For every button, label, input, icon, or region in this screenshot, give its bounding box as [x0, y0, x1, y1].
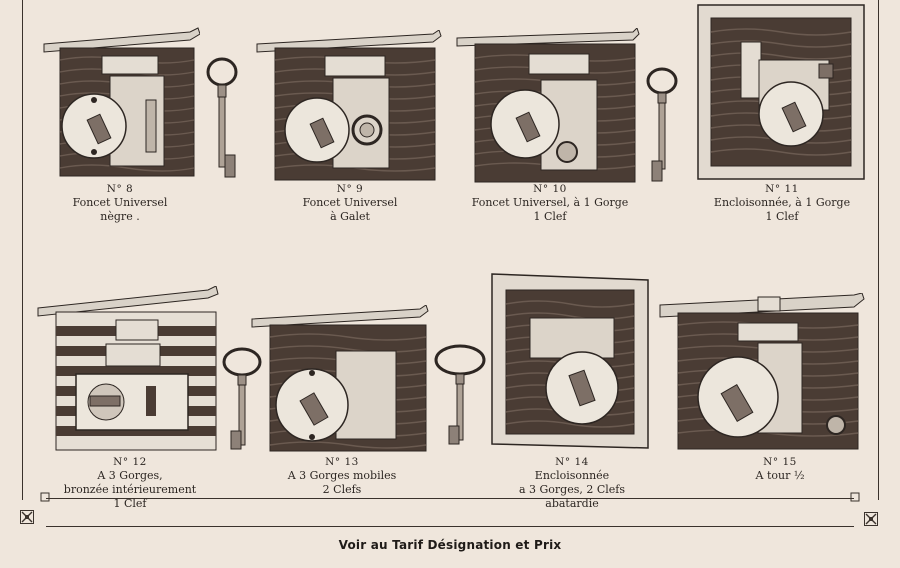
item-description-line: 1 Clef	[765, 210, 799, 223]
item-description-line: Foncet Universel	[72, 196, 168, 209]
key-icon	[206, 57, 238, 178]
item-number: N° 13	[325, 456, 359, 468]
item-description-line: A 3 Gorges mobiles	[287, 469, 397, 482]
item-number: N° 14	[555, 456, 589, 468]
item-description-line: A tour ½	[755, 469, 805, 482]
item-caption-11: N° 11 Encloisonnée, à 1 Gorge 1 Clef	[702, 182, 862, 224]
lock-illustration-11	[697, 4, 865, 180]
corner-bracket-icon	[40, 492, 50, 502]
item-description-line: 1 Clef	[113, 497, 147, 510]
item-caption-9: N° 9 Foncet Universel à Galet	[270, 182, 430, 224]
item-caption-12: N° 12 A 3 Gorges, bronzée intérieurement…	[40, 455, 220, 511]
key-icon	[646, 67, 678, 182]
item-number: N° 12	[113, 456, 147, 468]
lock-illustration-10	[456, 28, 640, 183]
item-description-line: Encloisonnée	[534, 469, 610, 482]
item-number: N° 8	[106, 183, 134, 195]
item-description-line: Foncet Universel	[302, 196, 398, 209]
item-number: N° 11	[765, 183, 799, 195]
item-description-line: à Galet	[330, 210, 370, 223]
item-description-line: 1 Clef	[533, 210, 567, 223]
item-number: N° 9	[336, 183, 364, 195]
lock-illustration-9	[256, 30, 442, 181]
corner-ornament-icon	[20, 510, 34, 524]
item-description-line: abatardie	[545, 497, 599, 510]
lock-illustration-13	[251, 305, 429, 452]
frame-right-line	[878, 0, 879, 500]
item-caption-14: N° 14 Encloisonnée a 3 Gorges, 2 Clefs a…	[492, 455, 652, 511]
frame-left-line	[22, 0, 23, 500]
frame-bottom-line-inner	[46, 526, 854, 527]
item-description-line: A 3 Gorges,	[97, 469, 163, 482]
item-number: N° 10	[533, 183, 567, 195]
item-caption-10: N° 10 Foncet Universel, à 1 Gorge 1 Clef	[460, 182, 640, 224]
key-icon	[434, 344, 486, 445]
corner-ornament-icon	[864, 512, 878, 526]
item-description-line: 2 Clefs	[322, 483, 362, 496]
footer-note: Voir au Tarif Désignation et Prix	[338, 538, 562, 552]
frame-bottom-line	[46, 498, 854, 499]
lock-illustration-14	[491, 273, 649, 449]
item-description-line: a 3 Gorges, 2 Clefs	[518, 483, 626, 496]
corner-bracket-icon	[850, 492, 860, 502]
key-icon	[222, 347, 262, 450]
item-caption-13: N° 13 A 3 Gorges mobiles 2 Clefs	[262, 455, 422, 497]
lock-illustration-8	[43, 27, 200, 177]
item-description-line: Encloisonnée, à 1 Gorge	[713, 196, 851, 209]
item-caption-15: N° 15 A tour ½	[700, 455, 860, 483]
item-description-line: nègre .	[100, 210, 140, 223]
lock-illustration-12	[37, 286, 219, 451]
item-number: N° 15	[763, 456, 797, 468]
item-description-line: Foncet Universel, à 1 Gorge	[471, 196, 629, 209]
item-caption-8: N° 8 Foncet Universel nègre .	[40, 182, 200, 224]
item-description-line: bronzée intérieurement	[63, 483, 197, 496]
lock-illustration-15	[659, 293, 865, 450]
